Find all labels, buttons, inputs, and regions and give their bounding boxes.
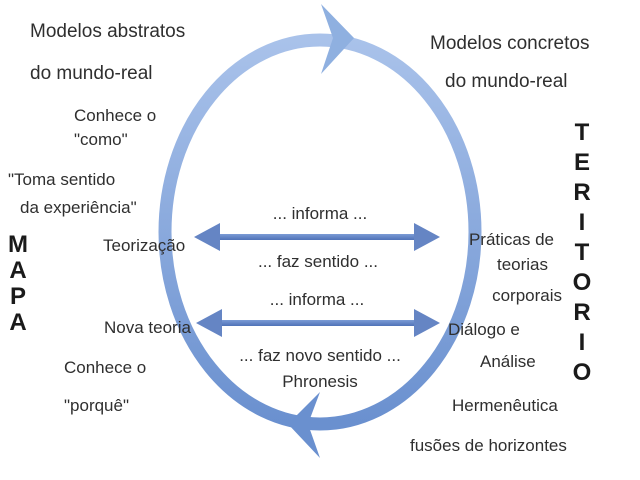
cycle-arrow-top bbox=[321, 4, 354, 74]
conhece-porque-line2: "porquê" bbox=[64, 396, 130, 415]
nova-teoria-label: Nova teoria bbox=[104, 318, 191, 337]
toma-sentido-line1: "Toma sentido bbox=[8, 170, 116, 189]
dialogo-line1: Diálogo e bbox=[448, 320, 520, 339]
praticas-line2: teorias bbox=[496, 255, 548, 274]
teorizacao-label: Teorização bbox=[103, 236, 186, 255]
faz-novo-sentido: ... faz novo sentido ... bbox=[239, 346, 401, 365]
conhece-como-line2: "como" bbox=[74, 130, 128, 149]
fusoes-label: fusões de horizontes bbox=[410, 436, 567, 455]
praticas-line3: corporais bbox=[492, 286, 562, 305]
concrete-models-line2: do mundo-real bbox=[445, 71, 568, 92]
cycle-arrow-bottom bbox=[288, 392, 320, 458]
dialogo-line2: Análise bbox=[480, 352, 536, 371]
conhece-como-line1: Conhece o bbox=[74, 106, 157, 125]
abstract-models-line2: do mundo-real bbox=[30, 63, 153, 84]
double-arrow-upper bbox=[194, 223, 440, 251]
concrete-models-line1: Modelos concretos bbox=[430, 33, 590, 54]
informa-lower: ... informa ... bbox=[269, 290, 365, 309]
toma-sentido-line2: da experiência" bbox=[20, 198, 137, 217]
cycle-ring bbox=[158, 33, 482, 431]
informa-upper: ... informa ... bbox=[272, 204, 368, 223]
territorio-vertical: T E R I T O R I O bbox=[572, 119, 592, 386]
abstract-models-line1: Modelos abstratos bbox=[30, 21, 186, 42]
mapa-vertical: M A P A bbox=[8, 231, 28, 336]
hermeneutica-label: Hermenêutica bbox=[452, 396, 558, 415]
phronesis-label: Phronesis bbox=[282, 372, 358, 391]
conhece-porque-line1: Conhece o bbox=[64, 358, 147, 377]
faz-sentido: ... faz sentido ... bbox=[257, 252, 378, 271]
double-arrow-lower bbox=[196, 309, 440, 337]
praticas-line1: Práticas de bbox=[468, 230, 554, 249]
